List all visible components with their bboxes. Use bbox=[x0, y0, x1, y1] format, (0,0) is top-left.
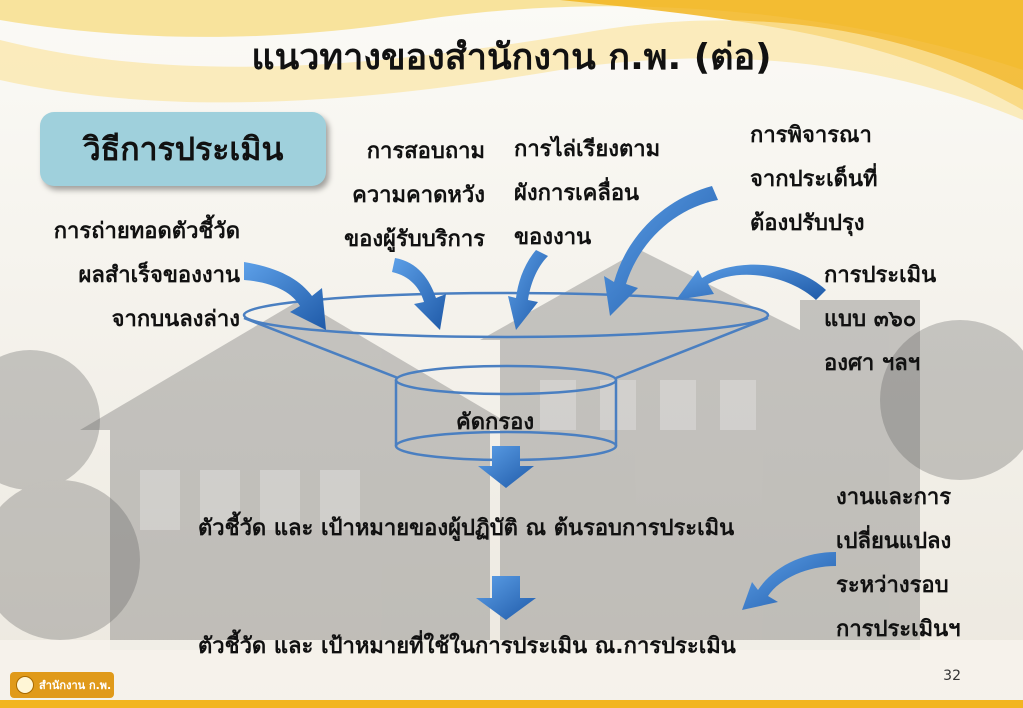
arrow-from-changes bbox=[742, 552, 836, 610]
input-improve-line: การพิจารณา bbox=[750, 123, 872, 148]
input-survey: การสอบถาม ความคาดหวัง ของผู้รับบริการ bbox=[344, 130, 485, 262]
changes-note-line: การประเมินฯ bbox=[836, 617, 961, 642]
arrow-from-360 bbox=[676, 264, 826, 300]
arrow-from-improve bbox=[604, 186, 718, 316]
funnel-top-ellipse bbox=[242, 291, 770, 339]
input-top-down: การถ่ายทอดตัวชี้วัด ผลสำเร็จของงาน จากบน… bbox=[54, 210, 240, 342]
input-360-line: แบบ ๓๖๐ bbox=[824, 307, 917, 332]
arrow-from-left bbox=[244, 262, 326, 330]
method-box: วิธีการประเมิน bbox=[40, 112, 326, 186]
changes-note: งานและการ เปลี่ยนแปลง ระหว่างรอบ การประเ… bbox=[836, 476, 961, 652]
office-logo: สำนักงาน ก.พ. bbox=[10, 672, 114, 698]
input-cascade-line: ของงาน bbox=[514, 225, 592, 250]
input-cascade: การไล่เรียงตาม ผังการเคลื่อน ของงาน bbox=[514, 128, 660, 260]
input-360: การประเมิน แบบ ๓๖๐ องศา ฯลฯ bbox=[824, 254, 936, 386]
input-survey-line: ความคาดหวัง bbox=[352, 183, 485, 208]
slide-title: แนวทางของสำนักงาน ก.พ. (ต่อ) bbox=[251, 37, 772, 78]
input-360-line: องศา ฯลฯ bbox=[824, 351, 921, 376]
changes-note-line: งานและการ bbox=[836, 485, 952, 510]
input-360-line: การประเมิน bbox=[824, 263, 937, 288]
input-improve-line: ต้องปรับปรุง bbox=[750, 211, 865, 236]
changes-note-line: ระหว่างรอบ bbox=[836, 573, 949, 598]
down-arrow-2 bbox=[476, 576, 536, 620]
input-improve: การพิจารณา จากประเด็นที่ ต้องปรับปรุง bbox=[750, 114, 878, 246]
input-cascade-line: การไล่เรียงตาม bbox=[514, 137, 661, 162]
down-arrow-1 bbox=[478, 446, 534, 488]
input-top-down-line: การถ่ายทอดตัวชี้วัด bbox=[53, 219, 240, 244]
input-survey-line: การสอบถาม bbox=[366, 139, 485, 164]
logo-text: สำนักงาน ก.พ. bbox=[39, 679, 112, 692]
input-top-down-line: จากบนลงล่าง bbox=[111, 307, 240, 332]
arrow-from-survey bbox=[392, 258, 446, 330]
filter-label: คัดกรอง bbox=[456, 410, 535, 435]
input-cascade-line: ผังการเคลื่อน bbox=[514, 181, 640, 206]
input-top-down-line: ผลสำเร็จของงาน bbox=[78, 263, 240, 288]
seal-icon bbox=[16, 676, 34, 694]
funnel-neck-ellipse bbox=[394, 364, 618, 396]
changes-note-line: เปลี่ยนแปลง bbox=[836, 529, 952, 554]
step2-text: ตัวชี้วัด และ เป้าหมายที่ใช้ในการประเมิน… bbox=[198, 634, 736, 659]
step1-text: ตัวชี้วัด และ เป้าหมายของผู้ปฏิบัติ ณ ต้… bbox=[198, 516, 735, 541]
input-improve-line: จากประเด็นที่ bbox=[750, 167, 878, 192]
page-number: 32 bbox=[943, 668, 961, 684]
arrow-from-cascade bbox=[508, 250, 548, 330]
input-survey-line: ของผู้รับบริการ bbox=[344, 227, 485, 252]
